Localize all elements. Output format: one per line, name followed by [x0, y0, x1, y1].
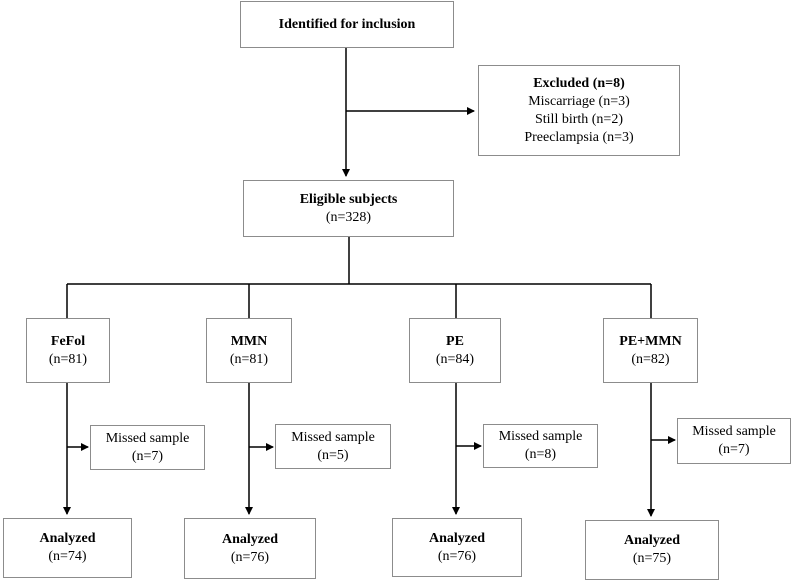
group-box-fefol: FeFol (n=81): [26, 318, 110, 383]
missed-label: Missed sample: [692, 424, 776, 439]
group-count: (n=82): [631, 351, 670, 367]
group-box-pe: PE (n=84): [409, 318, 501, 383]
excluded-title: Excluded (n=8): [533, 75, 625, 91]
missed-count: (n=7): [718, 442, 750, 457]
analyzed-box-pe: Analyzed (n=76): [392, 518, 522, 577]
missed-box-pe-mmn: Missed sample (n=7): [677, 418, 791, 464]
group-box-mmn: MMN (n=81): [206, 318, 292, 383]
analyzed-count: (n=76): [437, 548, 477, 564]
analyzed-count: (n=74): [48, 549, 87, 564]
analyzed-count: (n=75): [632, 551, 672, 566]
analyzed-count: (n=76): [230, 549, 270, 565]
eligible-title: Eligible subjects: [299, 191, 398, 207]
eligible-count: (n=328): [325, 209, 372, 225]
analyzed-label: Analyzed: [624, 533, 680, 548]
missed-label: Missed sample: [105, 430, 190, 446]
excluded-line: Still birth (n=2): [534, 111, 623, 127]
missed-label: Missed sample: [291, 429, 375, 445]
analyzed-box-fefol: Analyzed (n=74): [3, 518, 132, 578]
group-count: (n=84): [435, 351, 475, 367]
analyzed-box-pe-mmn: Analyzed (n=75): [585, 520, 719, 580]
group-name: PE: [446, 333, 464, 349]
missed-label: Missed sample: [498, 429, 583, 444]
missed-count: (n=5): [317, 447, 349, 463]
analyzed-label: Analyzed: [429, 530, 485, 546]
excluded-line: Miscarriage (n=3): [528, 93, 630, 109]
missed-box-mmn: Missed sample (n=5): [275, 424, 391, 469]
eligible-box: Eligible subjects (n=328): [243, 180, 454, 237]
group-count: (n=81): [48, 351, 88, 367]
analyzed-label: Analyzed: [222, 531, 278, 547]
missed-count: (n=8): [524, 447, 557, 462]
group-name: MMN: [230, 333, 268, 349]
excluded-box: Excluded (n=8) Miscarriage (n=3) Still b…: [478, 65, 680, 156]
group-box-pe-mmn: PE+MMN (n=82): [603, 318, 698, 383]
missed-box-pe: Missed sample (n=8): [483, 424, 598, 468]
group-name: PE+MMN: [619, 333, 682, 349]
analyzed-label: Analyzed: [39, 531, 96, 546]
group-name: FeFol: [50, 333, 86, 349]
missed-box-fefol: Missed sample (n=7): [90, 425, 205, 470]
analyzed-box-mmn: Analyzed (n=76): [184, 518, 316, 579]
group-count: (n=81): [229, 351, 269, 367]
excluded-line: Preeclampsia (n=3): [524, 129, 634, 145]
identified-box: Identified for inclusion: [240, 1, 454, 48]
identified-title: Identified for inclusion: [278, 16, 416, 32]
missed-count: (n=7): [131, 448, 164, 464]
